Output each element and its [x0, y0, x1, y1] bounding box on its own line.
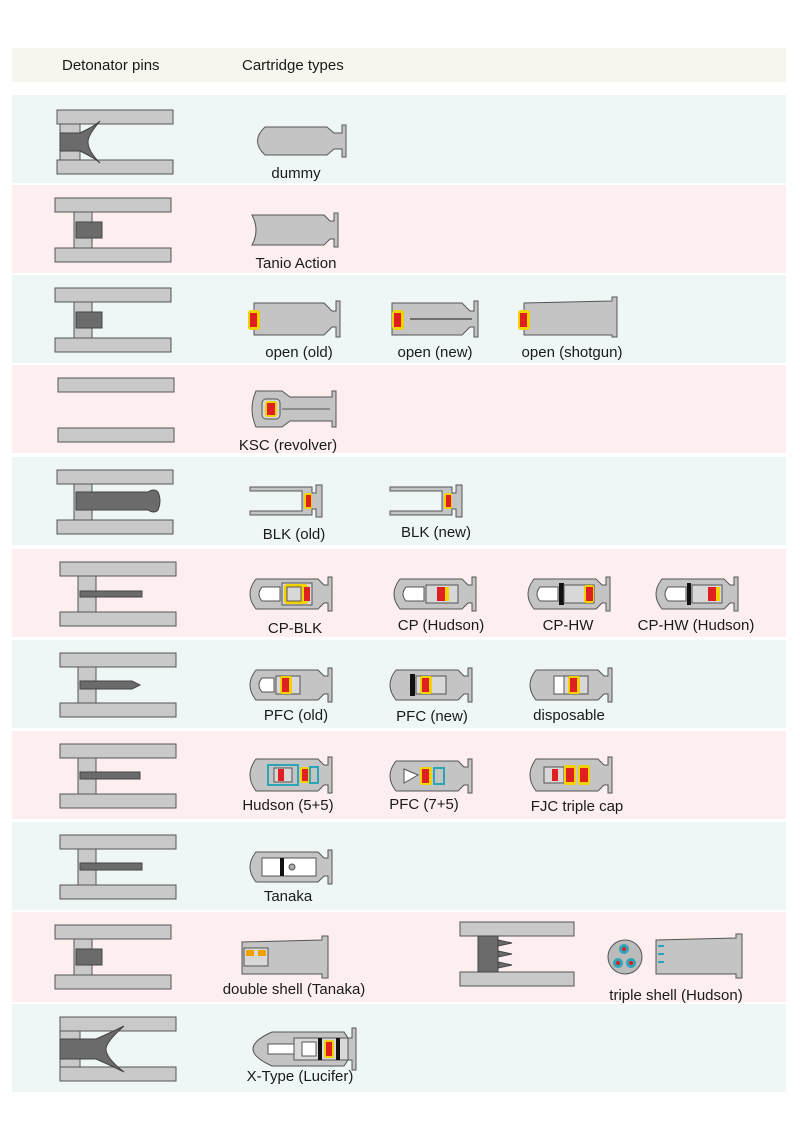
row-open: open (old) open (new) open (shotgun)	[12, 275, 786, 363]
cartridge-ksc-revolver	[251, 390, 337, 428]
cartridge-fjc-triple-cap	[529, 756, 613, 794]
row-cp: CP-BLK CP (Hudson) CP-HW CP-HW (Hudson)	[12, 549, 786, 637]
label-blk-new: BLK (new)	[400, 524, 472, 541]
detonator-pin	[59, 561, 177, 627]
cartridge-cp-hw-hudson	[655, 576, 739, 612]
row-ksc: KSC (revolver)	[12, 365, 786, 454]
row-art	[56, 109, 347, 175]
cartridge-disposable	[529, 667, 613, 703]
cartridge-double-shell-tanaka	[241, 935, 329, 979]
label-x-type-lucifer: X-Type (Lucifer)	[246, 1068, 354, 1085]
row-shells: double shell (Tanaka) triple shell (Huds…	[12, 912, 786, 1004]
label-double-shell-tanaka: double shell (Tanaka)	[222, 981, 366, 998]
header-cartridge-types: Cartridge types	[242, 57, 344, 74]
label-tanaka: Tanaka	[263, 888, 313, 905]
cartridge-blk-old	[249, 484, 323, 518]
cartridge-pfc-new	[389, 667, 473, 703]
label-hudson-5-5: Hudson (5+5)	[242, 797, 334, 814]
cartridge-triple-shell-hudson	[655, 933, 743, 979]
triple-shell-cap-face	[607, 939, 643, 975]
row-blk: BLK (old) BLK (new)	[12, 457, 786, 545]
row-tanio-action: Tanio Action	[12, 185, 786, 273]
detonator-pin	[59, 1016, 177, 1082]
label-pfc-new: PFC (new)	[396, 708, 468, 725]
detonator-pin	[56, 109, 174, 175]
cartridge-tanaka	[249, 849, 333, 885]
row-tanaka: Tanaka	[12, 822, 786, 910]
label-fjc-triple-cap: FJC triple cap	[530, 798, 624, 815]
detonator-pin	[59, 652, 177, 718]
cartridge-cp-blk	[249, 576, 333, 612]
cartridge-blk-new	[389, 484, 463, 518]
triple-shell-pin	[459, 921, 575, 987]
label-pfc-old: PFC (old)	[263, 707, 329, 724]
detonator-pin	[54, 197, 172, 263]
label-open-new: open (new)	[397, 344, 473, 361]
label-cp-hudson: CP (Hudson)	[397, 617, 485, 634]
cartridge-pfc-old	[249, 667, 333, 703]
cartridge-cp-hw	[527, 576, 611, 612]
header-detonator-pins: Detonator pins	[62, 57, 160, 74]
label-disposable: disposable	[533, 707, 605, 724]
label-ksc-revolver: KSC (revolver)	[238, 437, 338, 454]
detonator-pin	[59, 834, 177, 900]
label-tanio-action: Tanio Action	[255, 255, 337, 272]
label-blk-old: BLK (old)	[262, 526, 326, 543]
cartridge-cp-hudson	[393, 576, 477, 612]
row-pfc: PFC (old) PFC (new) disposable	[12, 640, 786, 728]
label-dummy: dummy	[271, 165, 321, 182]
label-cp-blk: CP-BLK	[267, 620, 323, 637]
table-header: Detonator pins Cartridge types	[12, 48, 786, 82]
cartridge-hudson-5-5	[249, 756, 333, 794]
row-dummy: dummy	[12, 95, 786, 183]
detonator-pin	[59, 743, 177, 809]
label-pfc-7-5: PFC (7+5)	[389, 796, 459, 813]
label-triple-shell-hudson: triple shell (Hudson)	[609, 987, 743, 1004]
cartridge-open-new	[391, 300, 479, 338]
row-x-type: X-Type (Lucifer)	[12, 1004, 786, 1092]
label-open-old: open (old)	[265, 344, 333, 361]
detonator-pin	[54, 287, 172, 353]
label-cp-hw-hudson: CP-HW (Hudson)	[637, 617, 755, 634]
cartridge-tanio-action	[251, 212, 339, 248]
label-open-shotgun: open (shotgun)	[521, 344, 623, 361]
cartridge-open-shotgun	[518, 296, 618, 338]
detonator-pin	[57, 377, 175, 443]
cartridge-open-old	[248, 300, 341, 338]
cartridge-pfc-7-5	[389, 758, 473, 794]
detonator-pin	[54, 924, 172, 990]
detonator-pin	[56, 469, 174, 535]
cartridge-dummy	[257, 124, 347, 158]
row-multi-cap: Hudson (5+5) PFC (7+5) FJC triple cap	[12, 731, 786, 819]
label-cp-hw: CP-HW	[542, 617, 594, 634]
cartridge-x-type-lucifer	[252, 1027, 357, 1071]
